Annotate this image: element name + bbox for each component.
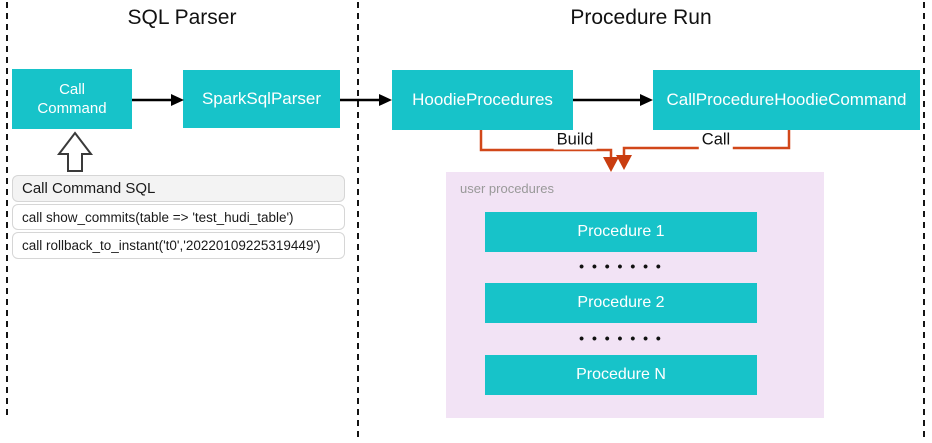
call-procedure-hoodie-command-label: CallProcedureHoodieCommand [666,90,907,109]
call-edge-label: Call [698,130,734,150]
call-command-label: Call Command [37,80,107,118]
user-procedures-label: user procedures [460,181,554,196]
ellipsis-dots: • • • • • • • [579,258,663,274]
hollow-up-arrow-icon [56,131,94,172]
procedure-run-section-title: Procedure Run [570,6,712,29]
arrow-call-command-to-sparksqlparser-icon [132,94,184,106]
procedure-2-node: Procedure 2 [485,283,757,323]
section-divider [357,2,359,440]
procedure-1-node: Procedure 1 [485,212,757,252]
build-edge-label: Build [553,130,597,150]
call-command-node: Call Command [12,69,132,129]
user-procedures-container: user procedures Procedure 1 • • • • • • … [446,172,824,418]
procedure-run-right-border [923,2,925,440]
sql-parser-left-border [6,2,8,415]
arrow-sparksqlparser-to-hoodieprocedures-icon [340,94,392,106]
ellipsis-dots: • • • • • • • [579,330,663,346]
build-connector-icon [479,130,619,172]
sql-panel-header: Call Command SQL [12,175,345,202]
spark-sql-parser-label: SparkSqlParser [201,89,322,108]
hoodie-procedures-node: HoodieProcedures [392,70,573,130]
hoodie-procedures-label: HoodieProcedures [412,90,553,109]
sql-panel-row: call show_commits(table => 'test_hudi_ta… [12,204,345,230]
sql-parser-section-title: SQL Parser [127,6,237,29]
spark-sql-parser-node: SparkSqlParser [183,70,340,128]
sql-panel-row: call rollback_to_instant('t0','202201092… [12,232,345,259]
call-procedure-hoodie-command-node: CallProcedureHoodieCommand [653,70,920,130]
procedure-n-node: Procedure N [485,355,757,395]
arrow-hoodieprocedures-to-callprocedure-icon [573,94,653,106]
